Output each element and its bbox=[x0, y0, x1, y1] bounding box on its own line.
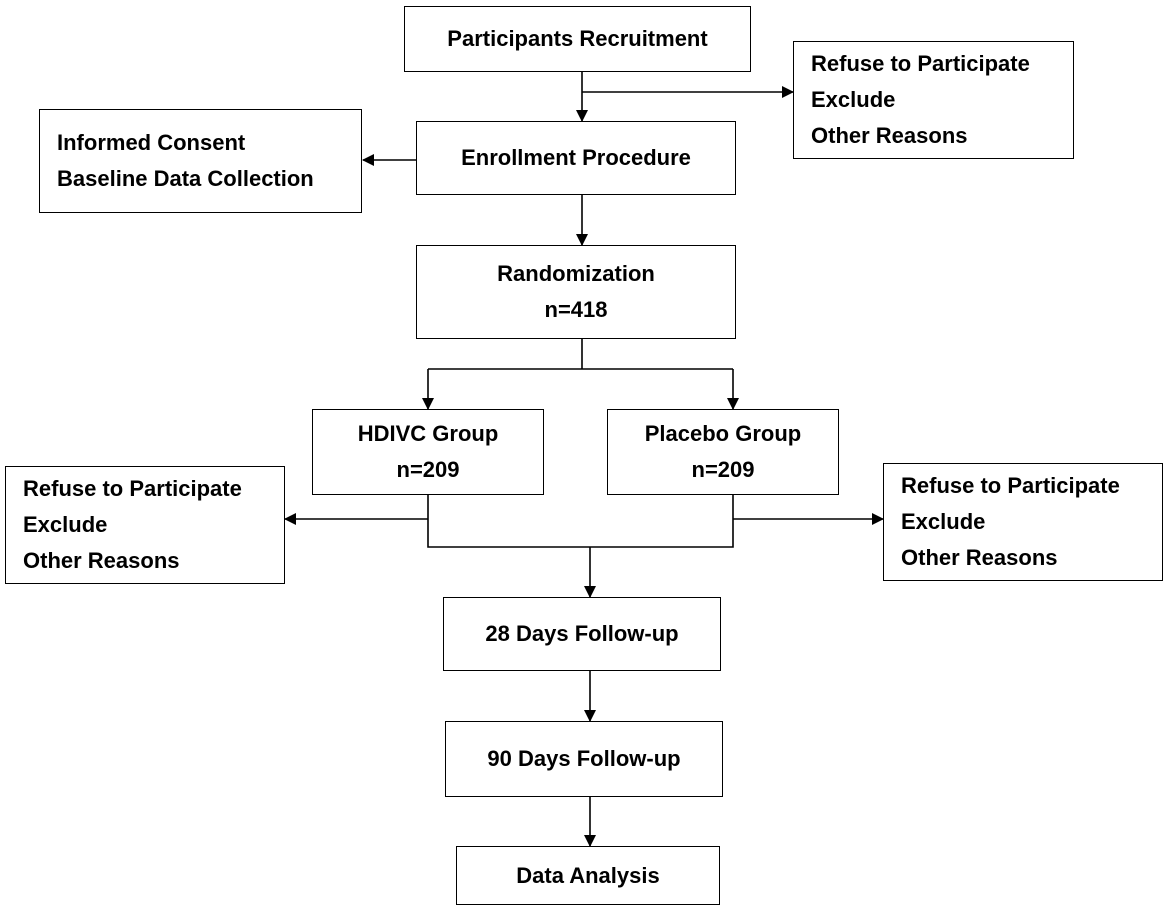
hdivc-group-label: HDIVC Group bbox=[357, 421, 499, 446]
connector-randomization-split bbox=[428, 339, 733, 370]
excluded-left-line-refuse: Refuse to Participate bbox=[23, 476, 242, 501]
placebo-group-count: n=209 bbox=[691, 457, 755, 482]
data-analysis-box: Data Analysis bbox=[456, 846, 720, 905]
participants-recruitment-label: Participants Recruitment bbox=[447, 26, 708, 51]
placebo-group-label: Placebo Group bbox=[644, 421, 802, 446]
placebo-group-box: Placebo Group n=209 bbox=[607, 409, 839, 495]
hdivc-group-count: n=209 bbox=[396, 457, 460, 482]
excluded-right-line-exclude: Exclude bbox=[901, 509, 986, 534]
randomization-count: n=418 bbox=[544, 297, 608, 322]
excluded-right-line-refuse: Refuse to Participate bbox=[901, 473, 1120, 498]
participants-recruitment-box: Participants Recruitment bbox=[404, 6, 751, 72]
excluded-top-box: Refuse to Participate Exclude Other Reas… bbox=[793, 41, 1074, 159]
enrollment-procedure-box: Enrollment Procedure bbox=[416, 121, 736, 195]
excluded-right-box: Refuse to Participate Exclude Other Reas… bbox=[883, 463, 1163, 581]
followup-28-days-label: 28 Days Follow-up bbox=[485, 621, 679, 646]
enrollment-procedure-label: Enrollment Procedure bbox=[461, 145, 691, 170]
excluded-left-line-exclude: Exclude bbox=[23, 512, 108, 537]
followup-90-days-box: 90 Days Follow-up bbox=[445, 721, 723, 797]
followup-28-days-box: 28 Days Follow-up bbox=[443, 597, 721, 671]
randomization-label: Randomization bbox=[497, 261, 655, 286]
informed-consent-box: Informed Consent Baseline Data Collectio… bbox=[39, 109, 362, 213]
informed-consent-label: Informed Consent bbox=[57, 130, 246, 155]
connector-groups-merge bbox=[427, 495, 734, 548]
hdivc-group-box: HDIVC Group n=209 bbox=[312, 409, 544, 495]
excluded-right-line-other: Other Reasons bbox=[901, 545, 1058, 570]
baseline-data-collection-label: Baseline Data Collection bbox=[57, 166, 314, 191]
excluded-top-line-refuse: Refuse to Participate bbox=[811, 51, 1030, 76]
excluded-top-line-other: Other Reasons bbox=[811, 123, 968, 148]
randomization-box: Randomization n=418 bbox=[416, 245, 736, 339]
excluded-left-box: Refuse to Participate Exclude Other Reas… bbox=[5, 466, 285, 584]
excluded-top-line-exclude: Exclude bbox=[811, 87, 896, 112]
excluded-left-line-other: Other Reasons bbox=[23, 548, 180, 573]
followup-90-days-label: 90 Days Follow-up bbox=[487, 746, 681, 771]
data-analysis-label: Data Analysis bbox=[516, 862, 660, 888]
